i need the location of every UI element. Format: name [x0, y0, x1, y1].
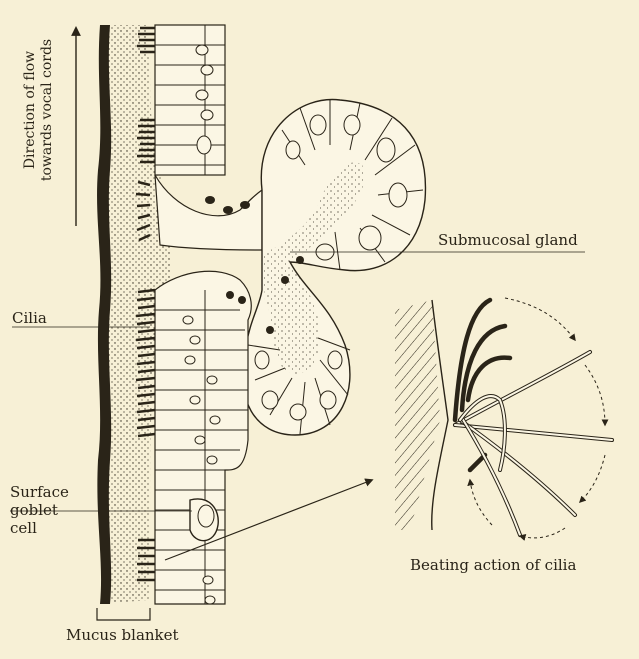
goblet-label-line3: cell [10, 519, 37, 537]
submucosal-gland [241, 98, 427, 436]
mucus-blanket-bracket [96, 608, 151, 621]
mucus-surface-edge [97, 25, 112, 604]
flow-direction-line1: Direction of flow [22, 50, 38, 170]
goblet-label-line1: Surface [10, 483, 69, 501]
gland-junction-upper [135, 174, 263, 251]
zoom-arrow [164, 478, 374, 561]
upper-epithelium [137, 24, 226, 176]
flow-direction-label: Direction of flow towards vocal cords [22, 10, 56, 210]
surface-goblet-cell-label: Surface goblet cell [10, 483, 69, 537]
cilia-beating-inset [395, 297, 614, 541]
beating-action-label: Beating action of cilia [410, 556, 577, 574]
cilia-label: Cilia [12, 309, 47, 327]
mucus-blanket-label: Mucus blanket [66, 626, 179, 644]
submucosal-gland-label: Submucosal gland [438, 231, 578, 249]
lower-epithelium [135, 270, 252, 605]
flow-direction-line2: towards vocal cords [39, 38, 55, 182]
goblet-label-line2: goblet [10, 501, 58, 519]
